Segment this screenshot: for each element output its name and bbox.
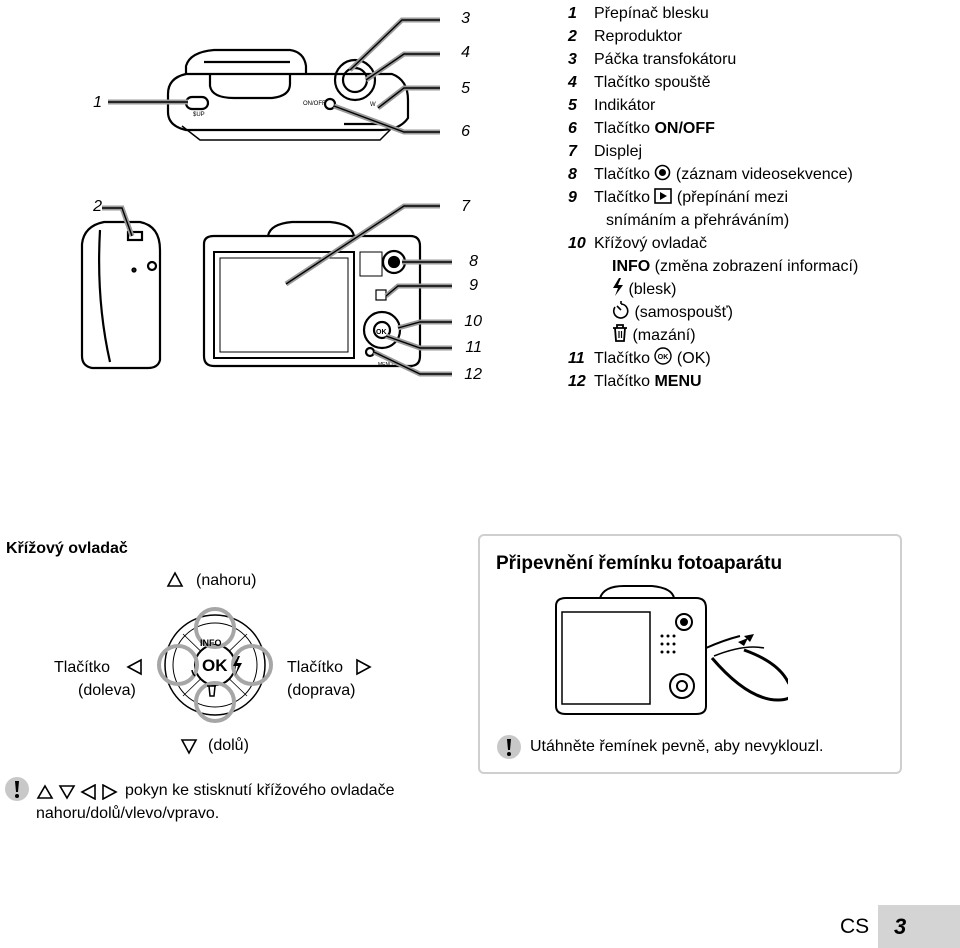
crosspad-illustration: [157, 607, 273, 723]
page-number-box: [878, 905, 960, 948]
camera-diagram: ON/OFF $UP W OK MENU: [80, 17, 452, 377]
warning-icon: [5, 777, 29, 801]
camera-top-view: [166, 48, 410, 141]
down-arrow-icon: [180, 739, 198, 755]
strap-illustration: [555, 585, 788, 715]
callout-7: 7: [461, 198, 470, 215]
play-icon: [654, 188, 673, 204]
right-arrow-icon: [356, 658, 372, 676]
leader-lines: [102, 17, 452, 377]
callout-1: 1: [93, 94, 102, 111]
on-off-print: ON/OFF: [303, 101, 326, 107]
left-label-line2: (doleva): [78, 682, 136, 699]
language-code: CS: [840, 915, 870, 938]
legend-item: (blesk): [612, 278, 676, 301]
flash-icon: [613, 278, 623, 296]
strap-warning: Utáhněte řemínek pevně, aby nevyklouzl.: [530, 738, 824, 755]
left-label-line1: Tlačítko: [54, 659, 111, 676]
callout-9: 9: [469, 277, 478, 294]
trash-icon: [613, 324, 627, 342]
up-arrow-icon: [166, 571, 184, 587]
svg-text:$UP: $UP: [193, 112, 205, 118]
self-timer-icon: [612, 301, 629, 319]
record-icon: [655, 164, 671, 181]
note-line2: nahoru/dolů/vlevo/vpravo.: [36, 805, 220, 822]
svg-text:OK: OK: [658, 354, 669, 361]
legend-item: (samospoušť): [612, 301, 733, 324]
callout-3: 3: [461, 10, 470, 27]
legend-item: INFO (změna zobrazení informací): [612, 258, 859, 275]
up-label: (nahoru): [196, 572, 257, 589]
legend-item: (mazání): [612, 324, 696, 347]
down-label: (dolů): [208, 737, 249, 754]
right-label-line1: Tlačítko: [287, 659, 344, 676]
crosspad-title: Křížový ovladač: [6, 540, 128, 557]
callout-11: 11: [465, 339, 482, 356]
svg-text:W: W: [370, 102, 376, 108]
callout-5: 5: [461, 80, 470, 97]
left-arrow-icon: [126, 658, 142, 676]
page-number: 3: [894, 914, 907, 939]
pad-info-label: INFO: [200, 638, 222, 648]
strap-box: [478, 534, 902, 774]
ok-icon: OK: [654, 347, 673, 365]
camera-side-view: [80, 220, 162, 370]
callout-2: 2: [93, 198, 102, 215]
legend-item: snímáním a přehráváním): [606, 212, 790, 229]
svg-text:OK: OK: [376, 329, 387, 336]
direction-arrows-icon: [36, 784, 118, 800]
pad-ok-label: OK: [202, 656, 228, 675]
callout-6: 6: [461, 123, 470, 140]
warning-icon: [497, 735, 521, 759]
callout-8: 8: [469, 253, 478, 270]
strap-title: Připevnění řemínku fotoaparátu: [496, 553, 783, 574]
callout-10: 10: [464, 313, 482, 330]
callout-4: 4: [461, 44, 470, 61]
callout-12: 12: [464, 366, 482, 383]
svg-text:MENU: MENU: [378, 362, 393, 368]
note-line1: pokyn ke stisknutí křížového ovladače: [125, 782, 395, 799]
right-label-line2: (doprava): [287, 682, 356, 699]
